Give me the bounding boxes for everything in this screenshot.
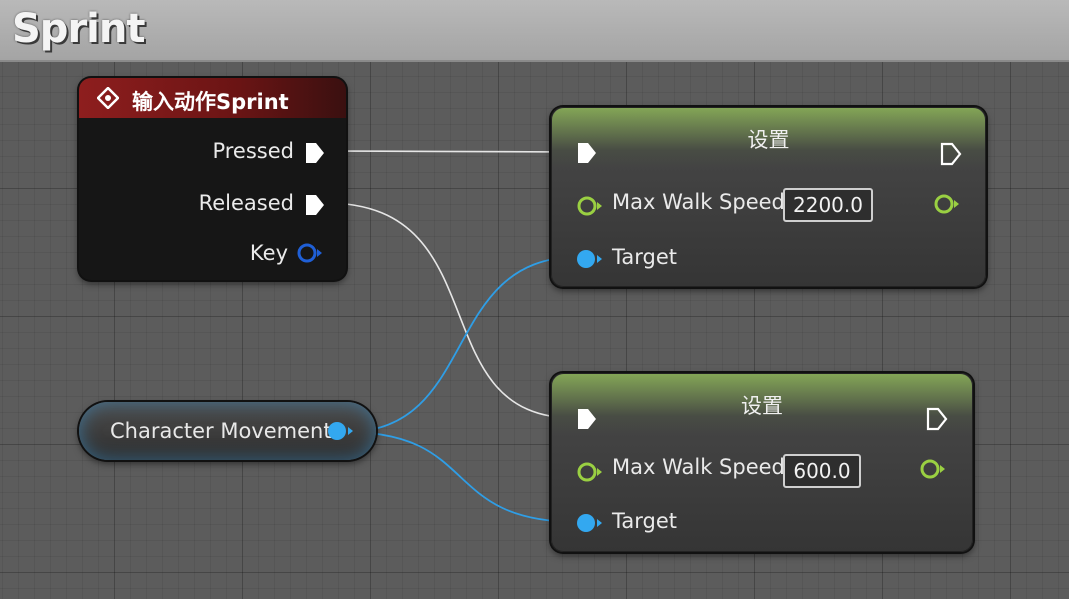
character-movement-variable-node[interactable]: Character Movement [79,402,376,460]
exec-out-pin-released[interactable] [304,193,326,217]
object-out-pin[interactable] [325,419,355,443]
graph-title: Sprint [12,6,145,52]
object-wire-target-1[interactable] [345,256,579,433]
property-label: Max Walk Speed [612,455,785,479]
set-max-walk-speed-node-1[interactable]: 设置 Max Walk Speed 2200.0 Target [551,107,986,287]
input-action-event-node[interactable]: 输入动作Sprint Pressed Released Key [79,78,346,280]
max-walk-speed-value-field[interactable]: 600.0 [783,454,861,488]
set-node-header [552,108,985,168]
released-label: Released [198,191,294,215]
float-in-pin[interactable] [576,460,604,484]
key-struct-pin[interactable] [296,241,324,265]
target-object-pin[interactable] [574,511,604,535]
object-wire-target-2[interactable] [345,431,579,523]
event-node-header: 输入动作Sprint [79,78,346,118]
float-in-pin[interactable] [576,194,604,218]
target-object-pin[interactable] [574,247,604,271]
exec-in-pin[interactable] [576,407,598,431]
target-label: Target [612,245,677,269]
variable-label: Character Movement [110,419,332,443]
exec-out-pin[interactable] [939,141,963,167]
key-label: Key [249,241,288,265]
set-node-header [552,374,972,434]
diamond-event-icon [97,87,119,109]
exec-out-pin[interactable] [925,406,949,432]
exec-in-pin[interactable] [576,141,598,165]
float-out-pin[interactable] [933,192,961,216]
float-out-pin[interactable] [919,457,947,481]
max-walk-speed-value-field[interactable]: 2200.0 [783,188,873,222]
set-max-walk-speed-node-2[interactable]: 设置 Max Walk Speed 600.0 Target [551,373,973,552]
exec-wire-pressed[interactable] [325,150,575,153]
event-node-title: 输入动作Sprint [132,90,289,114]
pressed-label: Pressed [212,139,294,163]
exec-wire-released[interactable] [325,202,575,419]
set-node-title: 设置 [747,128,790,152]
property-label: Max Walk Speed [612,190,785,214]
exec-out-pin-pressed[interactable] [304,141,326,165]
set-node-title: 设置 [741,394,783,418]
graph-title-bar: Sprint [0,0,1069,62]
target-label: Target [612,509,677,533]
